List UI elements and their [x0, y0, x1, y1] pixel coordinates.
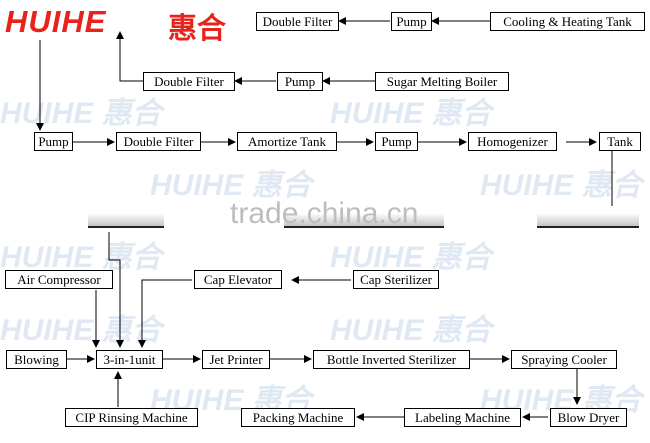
node-air-compressor: Air Compressor [5, 270, 113, 289]
node-pump-2: Pump [277, 72, 323, 91]
separator-bar [88, 213, 164, 227]
node-tank: Tank [599, 132, 641, 151]
watermark-logo: HUIHE 惠合 [0, 241, 162, 274]
watermark-logo: HUIHE 惠合 [330, 314, 492, 347]
node-cip-rinsing-machine: CIP Rinsing Machine [65, 408, 198, 427]
arrow [138, 279, 192, 348]
node-double-filter-2: Double Filter [143, 72, 235, 91]
node-cooling-heating-tank: Cooling & Heating Tank [490, 12, 645, 31]
watermark-logo: HUIHE 惠合 [330, 97, 492, 130]
node-double-filter-1: Double Filter [256, 12, 339, 31]
watermark-text: trade.china.cn [230, 197, 419, 230]
watermark-logo: HUIHE 惠合 [330, 241, 492, 274]
node-labeling-machine: Labeling Machine [404, 408, 521, 427]
node-spraying-cooler: Spraying Cooler [511, 350, 617, 369]
node-pump-1: Pump [391, 12, 432, 31]
separator-bar [284, 213, 444, 227]
node-cap-elevator: Cap Elevator [194, 270, 282, 289]
node-double-filter-3: Double Filter [116, 132, 201, 151]
separator-line [537, 226, 639, 228]
node-pump-4: Pump [375, 132, 418, 151]
node-cap-sterilizer: Cap Sterilizer [353, 270, 439, 289]
node-bottle-inverted-sterilizer: Bottle Inverted Sterilizer [313, 350, 470, 369]
node-packing-machine: Packing Machine [241, 408, 355, 427]
node-jet-printer: Jet Printer [202, 350, 270, 369]
brand-logo-en: HUIHE [5, 4, 107, 39]
node-3-in-1-unit: 3-in-1unit [96, 350, 163, 369]
node-blow-dryer: Blow Dryer [550, 408, 627, 427]
node-sugar-melting-boiler: Sugar Melting Boiler [375, 72, 509, 91]
node-homogenizer: Homogenizer [468, 132, 557, 151]
arrow [108, 232, 124, 348]
separator-line [284, 226, 444, 228]
watermark-logo: HUIHE 惠合 [480, 169, 642, 202]
brand-logo-cn: 惠合 [168, 11, 227, 45]
separator-bar [537, 213, 639, 227]
node-pump-3: Pump [34, 132, 73, 151]
node-blowing: Blowing [6, 350, 67, 369]
node-amortize-tank: Amortize Tank [237, 132, 337, 151]
watermark-logo: HUIHE 惠合 [0, 97, 162, 130]
separator-line [88, 226, 164, 228]
watermark-logo: HUIHE 惠合 [150, 169, 312, 202]
watermark-logo: HUIHE 惠合 [0, 314, 162, 347]
arrow [116, 31, 143, 82]
